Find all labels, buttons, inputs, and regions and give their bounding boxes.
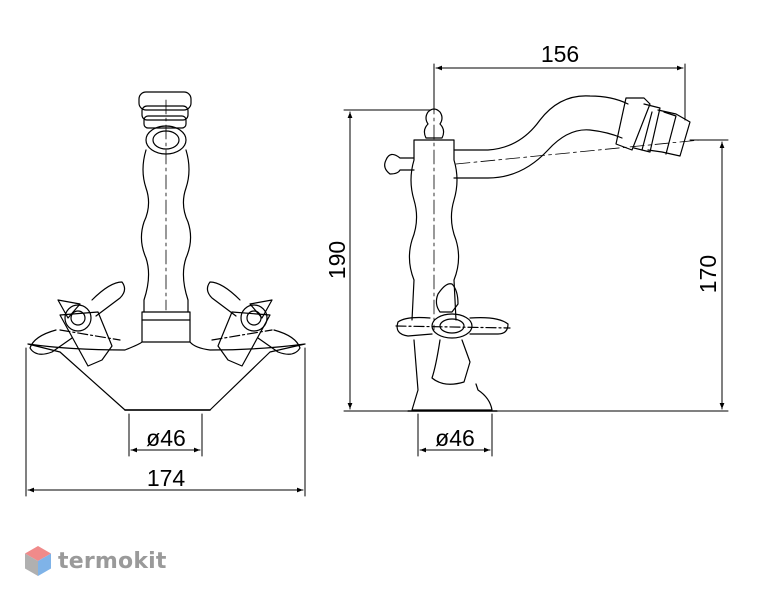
side-column <box>408 139 460 321</box>
side-left-knob <box>384 153 415 175</box>
front-collar <box>141 311 191 343</box>
side-spout <box>453 95 629 179</box>
side-view: 156 190 170 ø46 <box>324 41 729 457</box>
front-body <box>27 341 306 411</box>
front-width-label: 174 <box>147 465 186 491</box>
front-view: ø46 174 <box>25 91 306 497</box>
side-height-label: 190 <box>324 241 350 279</box>
side-reach-label: 156 <box>541 41 579 67</box>
side-base <box>411 339 493 411</box>
front-left-handle <box>29 281 126 367</box>
brand-logo: termokit <box>24 545 167 577</box>
side-handle <box>395 283 511 385</box>
front-base-diameter-label: ø46 <box>146 425 186 451</box>
hexagon-logo-icon <box>25 546 51 576</box>
side-spout-height-dimension <box>496 139 729 412</box>
front-spout-head <box>138 91 192 155</box>
side-height-dimension <box>343 109 431 412</box>
front-width-dimension <box>25 347 306 497</box>
front-base-diameter-dimension <box>128 413 203 457</box>
brand-name: termokit <box>58 548 167 574</box>
side-base-diameter-label: ø46 <box>435 425 475 451</box>
front-column <box>140 149 192 313</box>
side-reach-dimension <box>433 63 686 121</box>
side-base-diameter-dimension <box>417 413 493 457</box>
side-aerator <box>615 97 691 157</box>
side-spout-height-label: 170 <box>695 255 721 293</box>
side-top-finial <box>423 108 445 139</box>
front-right-handle <box>206 281 301 367</box>
